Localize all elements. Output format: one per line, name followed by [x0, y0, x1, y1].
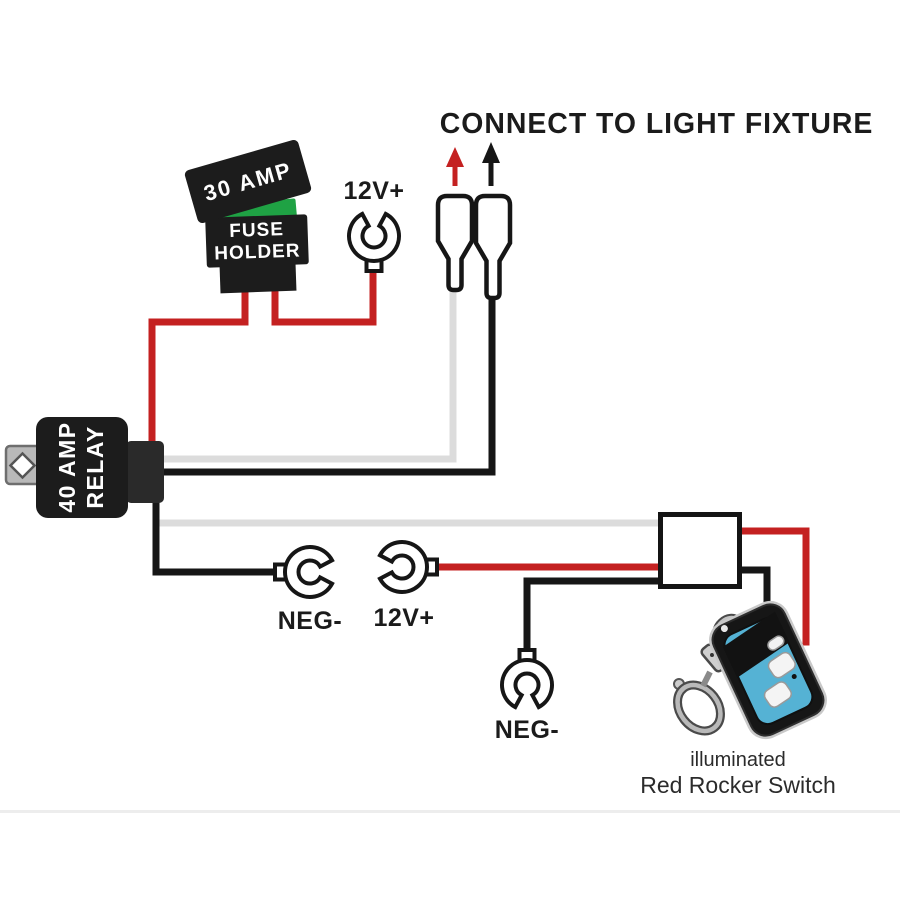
remote-slide-cover [722, 611, 790, 678]
label-mid-neg: NEG- [277, 607, 343, 635]
switch-caption: illuminated Red Rocker Switch [600, 748, 876, 799]
keyring-hole [720, 625, 728, 633]
spade-terminal-right-icon [473, 193, 513, 301]
relay-label-line1: 40 AMP [54, 421, 80, 513]
relay-label: 40 AMP RELAY [53, 407, 111, 527]
label-mid-12v: 12V+ [373, 604, 435, 632]
switch-caption-line1: illuminated [690, 749, 786, 771]
diagram-title: CONNECT TO LIGHT FIXTURE [439, 108, 874, 140]
ring-terminal-top-12v-icon [347, 211, 401, 273]
remote-button-1 [767, 651, 796, 679]
wire-red-controlbox-to-switch [735, 527, 810, 646]
relay-mount-hole [8, 451, 37, 480]
remote-small-button [767, 635, 785, 651]
ring-terminal-mid-12v-icon [377, 540, 439, 594]
up-arrow-black-icon [482, 142, 500, 186]
ring-terminal-mid-neg-icon [273, 545, 335, 599]
remote-led-dot [791, 674, 797, 680]
label-top-12v: 12V+ [343, 177, 405, 205]
relay-connector-block [126, 441, 164, 503]
wire-black-light-output [153, 288, 496, 476]
fuse-holder-base [219, 262, 297, 294]
label-bottom-neg: NEG- [494, 716, 560, 744]
switch-caption-line2: Red Rocker Switch [640, 772, 836, 798]
wire-red-fuse-to-12v [271, 266, 377, 326]
remote-icon [709, 600, 827, 740]
image-edge-artifact [0, 810, 900, 813]
spade-terminal-left-icon [435, 193, 475, 293]
wire-black-controlbox-to-remote [735, 566, 771, 608]
ring-terminal-bottom-neg-icon [500, 648, 554, 710]
remote-button-2 [763, 681, 792, 708]
relay-body [36, 417, 128, 518]
wire-red-fuse-to-relay [148, 282, 249, 464]
fuse-holder: FUSE HOLDER [205, 214, 309, 268]
up-arrow-red-icon [446, 147, 464, 186]
relay-label-line2: RELAY [82, 425, 108, 509]
wire-black-controlbox-to-neg [523, 577, 665, 656]
control-box [658, 512, 742, 589]
wire-white-light-output [153, 280, 457, 463]
relay [4, 417, 164, 518]
wire-black-relay-to-neg [152, 472, 281, 576]
